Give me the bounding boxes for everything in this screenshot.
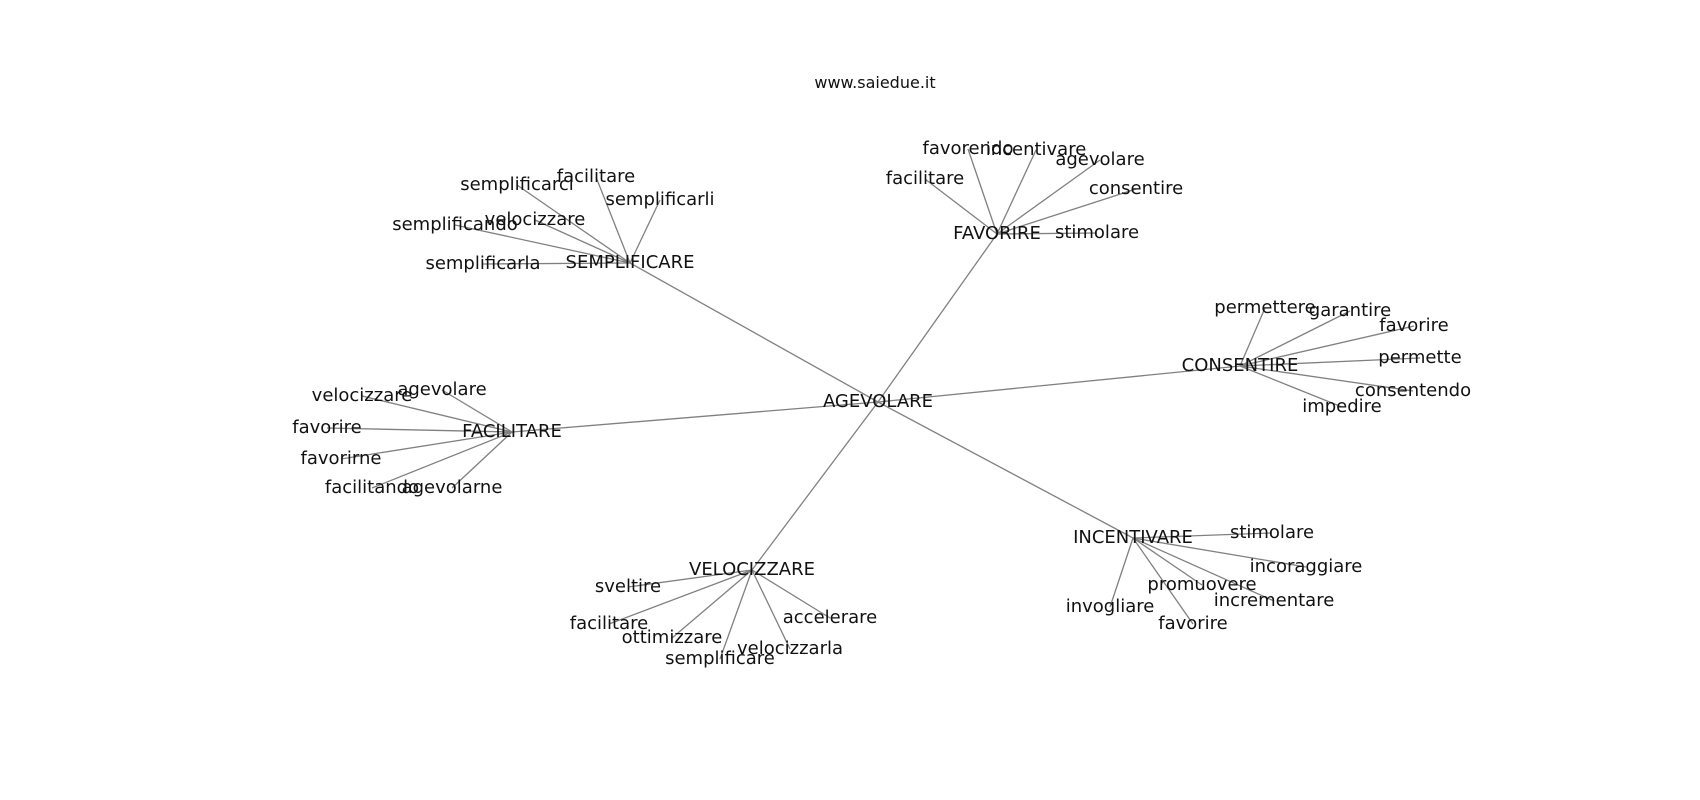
hub-node: FACILITARE [462, 421, 562, 442]
edge-hub-to-leaf [454, 224, 631, 264]
leaf-node: invogliare [1066, 596, 1155, 617]
leaf-node: sveltire [595, 576, 661, 597]
edge-center-to-hub [877, 401, 1134, 539]
graph-labels: www.saiedue.it AGEVOLARE SEMPLIFICARE semp… [292, 73, 1471, 669]
edge-hub-to-leaf [1132, 537, 1275, 602]
edge-hub-to-leaf [1239, 325, 1415, 367]
hub-node: CONSENTIRE [1182, 355, 1299, 376]
edge-hub-to-leaf [1132, 532, 1273, 539]
leaf-node: consentire [1089, 178, 1183, 199]
leaf-node: favorire [1158, 613, 1228, 634]
leaf-node: incentivare [986, 139, 1087, 160]
edge-hub-to-leaf [1239, 365, 1343, 408]
leaf-node: stimolare [1230, 522, 1314, 543]
leaf-node: agevolarne [402, 477, 503, 498]
edge-hub-to-leaf [1132, 537, 1307, 568]
leaf-node: incrementare [1214, 590, 1335, 611]
edge-center-to-hub [751, 401, 879, 571]
leaf-node: velocizzare [312, 385, 413, 406]
edge-hub-to-leaf [371, 431, 513, 489]
edge-hub-to-leaf [1239, 307, 1266, 367]
leaf-node: velocizzare [485, 209, 586, 230]
edge-center-to-hub [629, 262, 879, 403]
edge-hub-to-leaf [1132, 537, 1203, 586]
leaf-node: impedire [1302, 396, 1382, 417]
leaf-node: facilitare [557, 166, 635, 187]
leaf-node: agevolare [1055, 149, 1144, 170]
edge-hub-to-leaf [1239, 365, 1414, 392]
leaf-node: facilitare [570, 613, 648, 634]
edge-hub-to-leaf [1132, 537, 1194, 625]
edge-center-to-hub [511, 401, 879, 433]
leaf-node: facilitando [325, 477, 419, 498]
edge-hub-to-leaf [451, 431, 513, 489]
leaf-node: agevolare [397, 379, 486, 400]
edge-hub-to-leaf [996, 159, 1101, 235]
edge-center-to-hub [877, 365, 1241, 403]
edge-hub-to-leaf [482, 262, 631, 265]
center-node: AGEVOLARE [823, 391, 933, 412]
leaf-node: incoraggiare [1250, 556, 1363, 577]
leaf-node: permette [1378, 347, 1461, 368]
leaf-node: semplificarla [425, 253, 540, 274]
edge-hub-to-leaf [441, 389, 513, 433]
edge-hub-to-leaf [361, 395, 513, 433]
leaf-node: velocizzarla [737, 638, 843, 659]
leaf-node: favorire [1379, 315, 1449, 336]
hub-node: SEMPLIFICARE [566, 252, 695, 273]
hub-node: VELOCIZZARE [689, 559, 815, 580]
leaf-node: semplificare [665, 648, 775, 669]
edge-hub-to-leaf [996, 188, 1137, 235]
edge-hub-to-leaf [967, 148, 998, 235]
graph-edges [326, 148, 1421, 660]
edge-hub-to-leaf [627, 569, 753, 588]
leaf-node: facilitare [886, 168, 964, 189]
leaf-node: semplificando [392, 214, 518, 235]
edge-hub-to-leaf [996, 232, 1098, 235]
edge-hub-to-leaf [340, 431, 513, 460]
edge-hub-to-leaf [629, 199, 661, 264]
leaf-node: favorirne [301, 448, 382, 469]
hub-node: INCENTIVARE [1073, 527, 1193, 548]
edge-hub-to-leaf [608, 569, 753, 625]
source-watermark: www.saiedue.it [814, 73, 935, 92]
edge-hub-to-leaf [1239, 357, 1421, 367]
edge-hub-to-leaf [516, 184, 631, 264]
leaf-node: favorire [292, 417, 362, 438]
edge-center-to-hub [877, 233, 998, 403]
edge-hub-to-leaf [719, 569, 753, 660]
leaf-node: semplificarci [460, 174, 574, 195]
edge-hub-to-leaf [595, 176, 631, 264]
leaf-node: ottimizzare [622, 627, 723, 648]
leaf-node: permettere [1214, 297, 1315, 318]
edge-hub-to-leaf [671, 569, 753, 639]
edge-hub-to-leaf [751, 569, 791, 650]
edge-hub-to-leaf [996, 149, 1037, 235]
edge-hub-to-leaf [534, 219, 631, 264]
leaf-node: accelerare [783, 607, 877, 628]
hub-node: FAVORIRE [953, 223, 1041, 244]
leaf-node: promuovere [1147, 574, 1256, 595]
edge-hub-to-leaf [326, 427, 513, 433]
edge-hub-to-leaf [751, 569, 831, 619]
edge-hub-to-leaf [924, 178, 998, 235]
leaf-node: consentendo [1355, 380, 1471, 401]
edge-hub-to-leaf [1109, 537, 1134, 608]
leaf-node: semplificarli [605, 189, 714, 210]
leaf-node: stimolare [1055, 222, 1139, 243]
leaf-node: favorendo [923, 138, 1014, 159]
edge-hub-to-leaf [1239, 310, 1351, 367]
leaf-node: garantire [1309, 300, 1391, 321]
